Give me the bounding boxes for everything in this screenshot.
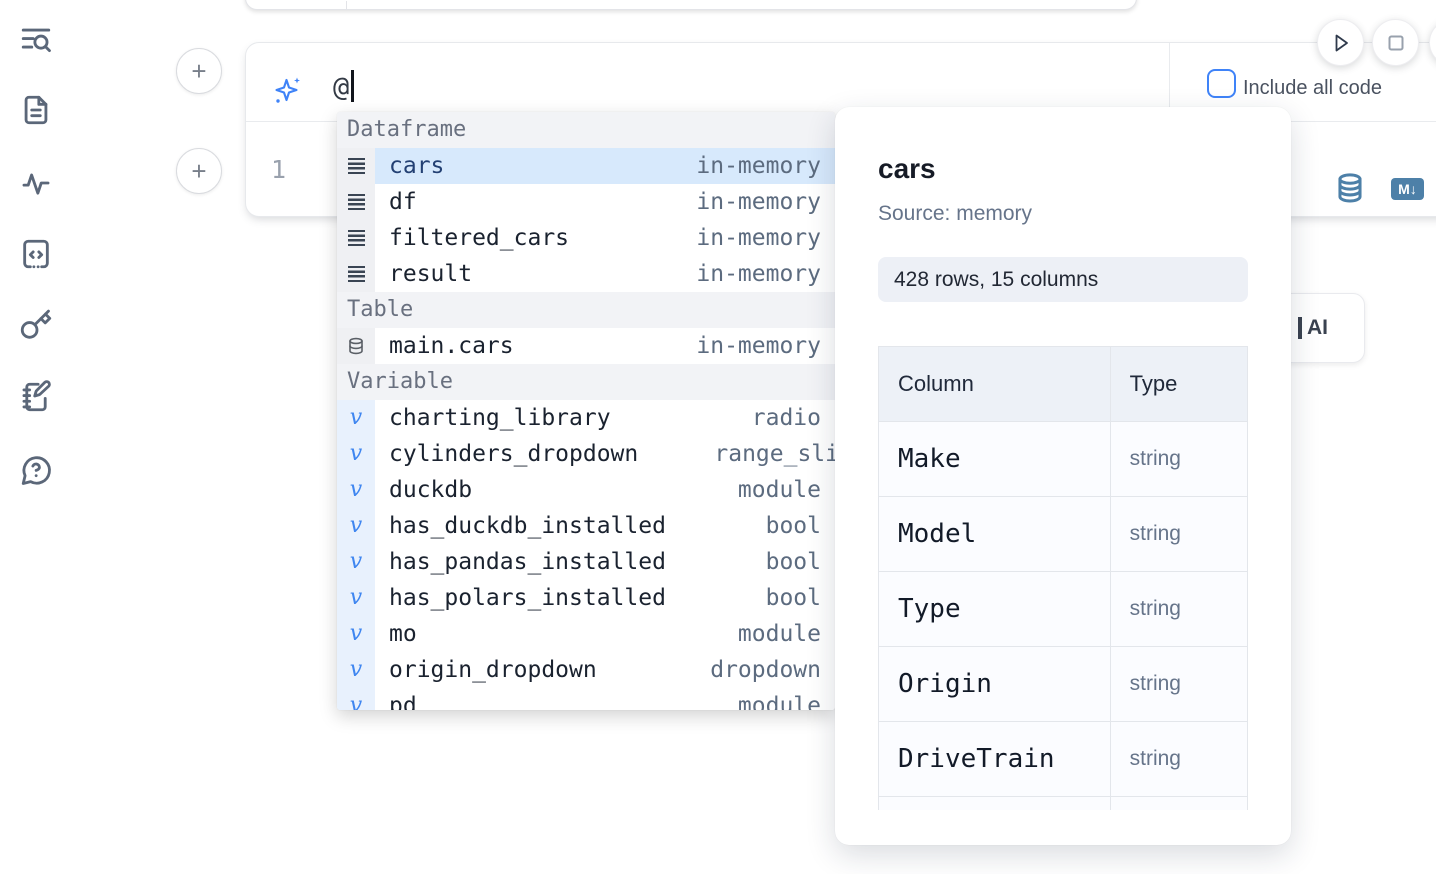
table-row-partial [878,796,1249,810]
variable-icon: v [349,549,363,574]
sidebar-button-files[interactable] [19,93,53,127]
sidebar-button-secrets[interactable] [19,308,53,342]
run-cell-button[interactable] [1317,19,1364,66]
table-row: Type string [878,571,1249,647]
ai-prompt-input[interactable]: @ [333,70,354,103]
popover-source: Source: memory [878,202,1033,225]
table-icon [347,337,365,355]
table-row: Origin string [878,646,1249,722]
stop-button[interactable] [1372,19,1419,66]
sidebar-button-tracing[interactable] [19,166,53,200]
variable-icon: v [349,441,363,466]
popover-title: cars [878,153,936,184]
schema-table: Column Type Make string Model string Typ… [878,346,1249,810]
ai-prompt-value: @ [333,72,350,103]
variable-icon: v [349,585,363,610]
type-header: Type [1109,346,1249,422]
table-row: DriveTrain string [878,721,1249,797]
notebook-pen-icon [19,380,53,414]
dataframe-icon [347,158,365,174]
stop-icon [1387,34,1405,52]
dataframe-icon [347,266,365,282]
variable-icon: v [349,621,363,646]
sidebar-button-scratchpad[interactable] [19,380,53,414]
column-header: Column [878,346,1111,422]
sidebar-button-snippets[interactable] [19,237,53,271]
sidebar-button-help[interactable] [19,453,53,487]
markdown-cell-icon[interactable]: M↓ [1391,178,1424,200]
schema-table-container: Column Type Make string Model string Typ… [878,346,1250,810]
dataframe-icon [347,230,365,246]
variable-icon: v [349,477,363,502]
dataframe-preview-popover: cars Source: memory 428 rows, 15 columns… [835,107,1291,845]
ai-button-label: AI [1307,316,1328,339]
divider [1169,43,1170,121]
autocomplete-section-header: Variable [337,364,835,400]
table-row: Make string [878,421,1249,497]
popover-dimensions-badge: 428 rows, 15 columns [878,257,1248,302]
activity-icon [19,166,53,200]
ai-sparkle-icon [272,76,302,106]
variable-icon: v [349,513,363,538]
editor-line-number: 1 [271,155,287,184]
variable-icon: v [349,657,363,682]
file-text-icon [19,93,53,127]
plus-icon: + [191,156,207,186]
plus-icon: + [191,56,207,86]
autocomplete-section-header: Table [337,292,835,328]
table-row: Model string [878,496,1249,572]
play-icon [1330,32,1352,54]
previous-cell-edge [245,0,1137,10]
sidebar-button-search[interactable] [19,23,53,57]
text-cursor [351,70,354,102]
help-chat-icon [19,453,53,487]
table-header-row: Column Type [878,346,1249,422]
variable-icon: v [349,405,363,430]
datasource-icon[interactable] [1336,173,1364,203]
key-icon [19,308,53,342]
dataframe-icon [347,194,365,210]
autocomplete-section-header: Dataframe [337,112,835,148]
add-cell-button-top[interactable]: + [176,48,222,94]
divider [346,1,347,9]
list-search-icon [19,23,53,57]
add-cell-button-bottom[interactable]: + [176,148,222,194]
code-snippet-icon [19,237,53,271]
include-all-code-label: Include all code [1243,77,1382,99]
include-all-code-checkbox[interactable] [1207,69,1236,98]
clipped-letter-fragment [1298,317,1302,339]
variable-icon: v [349,693,363,711]
